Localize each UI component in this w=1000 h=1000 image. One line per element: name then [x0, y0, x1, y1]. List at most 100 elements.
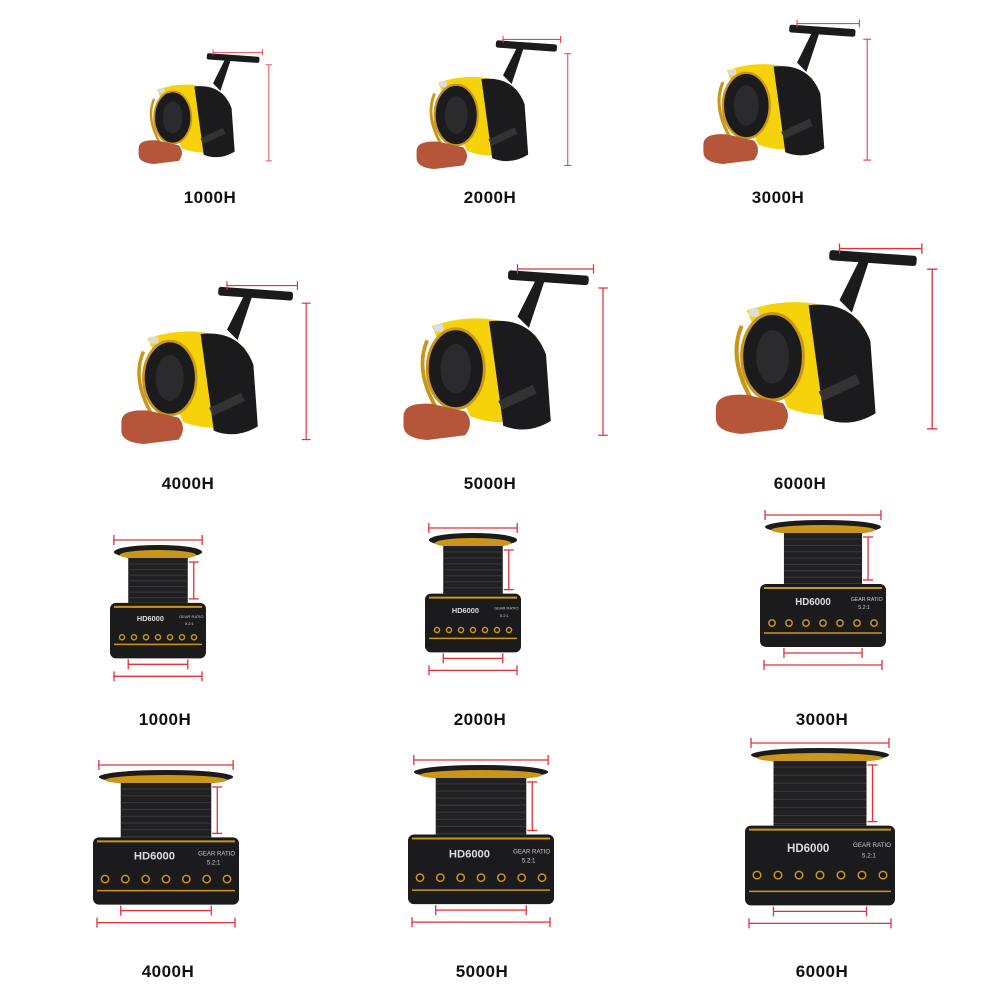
reel-handle-bar [218, 286, 294, 301]
spool-skirt [408, 834, 554, 905]
spool-model-mark: HD6000 [449, 848, 490, 860]
reel-knob [138, 140, 182, 164]
spool-gear-text: GEAR RATIO [494, 605, 518, 610]
reel-spool-core [155, 355, 184, 401]
reel-group [138, 49, 272, 164]
spool-arbor [773, 761, 867, 826]
reel-spool-trim [740, 311, 805, 402]
reel-label-2000h: 2000H [463, 188, 517, 207]
reel-spool-trim [721, 71, 771, 140]
reel-knob [703, 134, 758, 164]
reel-spool-trim [425, 327, 486, 411]
reel-line-roller [158, 88, 165, 94]
spool-arbor [120, 783, 212, 838]
spool-hole [190, 634, 198, 641]
reel-group [416, 35, 572, 169]
spool-hole [469, 626, 477, 634]
spool-cell-5000h: HD6000 GEAR RATIO 5.2:1 [403, 750, 563, 955]
reel-cell-2000h [395, 25, 595, 215]
spool-model-mark: HD6000 [134, 851, 175, 863]
spool-rim-trim [419, 770, 543, 780]
spool-hole [476, 873, 486, 883]
spool-hole [853, 619, 861, 627]
spool-label-6000h: 6000H [795, 962, 849, 981]
reel-spool-core [756, 329, 790, 384]
spool-hole [517, 873, 527, 883]
spool-rim-trim [771, 525, 875, 535]
spool-hole [505, 626, 513, 634]
spool-hole [773, 870, 783, 880]
spool-hole [435, 873, 445, 883]
reel-illustration [121, 281, 311, 444]
spool-skirt [93, 837, 239, 905]
reel-label-5000h: 5000H [463, 474, 517, 493]
spool-skirt [110, 602, 206, 659]
spool-hole [130, 634, 138, 641]
spool-hole [154, 634, 162, 641]
reel-illustration [416, 35, 572, 169]
spool-hole [457, 626, 465, 634]
reel-handle-bar [789, 24, 856, 37]
reel-label-6000h: 6000H [773, 474, 827, 493]
spool-skirt [760, 584, 886, 647]
reel-label-3000h: 3000H [751, 188, 805, 207]
spool-rim-trim [104, 775, 228, 785]
reel-cell-3000h [680, 8, 900, 218]
reel-handle-arm [796, 31, 819, 72]
spool-hole [141, 874, 151, 884]
spool-model-mark: HD6000 [795, 597, 831, 608]
reel-line-roller [433, 324, 444, 332]
spool-gear-value: 5.2:1 [185, 621, 195, 626]
reel-cell-1000h [120, 40, 300, 215]
spool-hole [802, 619, 810, 627]
spool-hole [202, 874, 212, 884]
spool-gear-text: GEAR RATIO [513, 848, 550, 855]
reel-cell-4000h [95, 268, 315, 473]
spool-hole [493, 626, 501, 634]
reel-spool-trim [142, 339, 198, 417]
reel-cell-5000h [375, 250, 615, 475]
spool-gear-value: 5.2:1 [522, 857, 536, 864]
reel-foot [209, 392, 245, 416]
reel-handle-bar [507, 270, 589, 286]
reel-knob [121, 410, 183, 444]
reel-knob [715, 394, 788, 434]
spool-hole [166, 634, 174, 641]
reel-handle-arm [226, 294, 252, 341]
spool-hole [433, 626, 441, 634]
spool-gear-value: 5.2:1 [207, 859, 221, 866]
spool-gear-value: 5.2:1 [858, 605, 870, 611]
spool-hole [819, 619, 827, 627]
spool-hole [878, 870, 888, 880]
spool-hole [456, 873, 466, 883]
spool-hole [161, 874, 171, 884]
reel-spool-core [733, 85, 759, 126]
spool-gear-text: GEAR RATIO [179, 614, 203, 619]
spool-skirt [425, 593, 521, 653]
spool-gear-value: 5.2:1 [862, 853, 876, 860]
spool-hole [857, 870, 867, 880]
reel-handle-bar [206, 53, 260, 63]
reel-foot [488, 127, 518, 146]
spool-hole [752, 870, 762, 880]
spool-model-mark: HD6000 [787, 843, 829, 855]
spool-skirt [745, 825, 895, 906]
spool-label-2000h: 2000H [453, 710, 507, 729]
reel-handle-arm [517, 278, 545, 328]
spool-hole [785, 619, 793, 627]
spool-rim-trim [434, 538, 512, 548]
reel-handle-bar [495, 40, 558, 52]
spool-illustration: HD6000 GEAR RATIO 5.2:1 [408, 755, 554, 928]
reel-foot [818, 374, 861, 402]
reel-foot [498, 384, 537, 410]
